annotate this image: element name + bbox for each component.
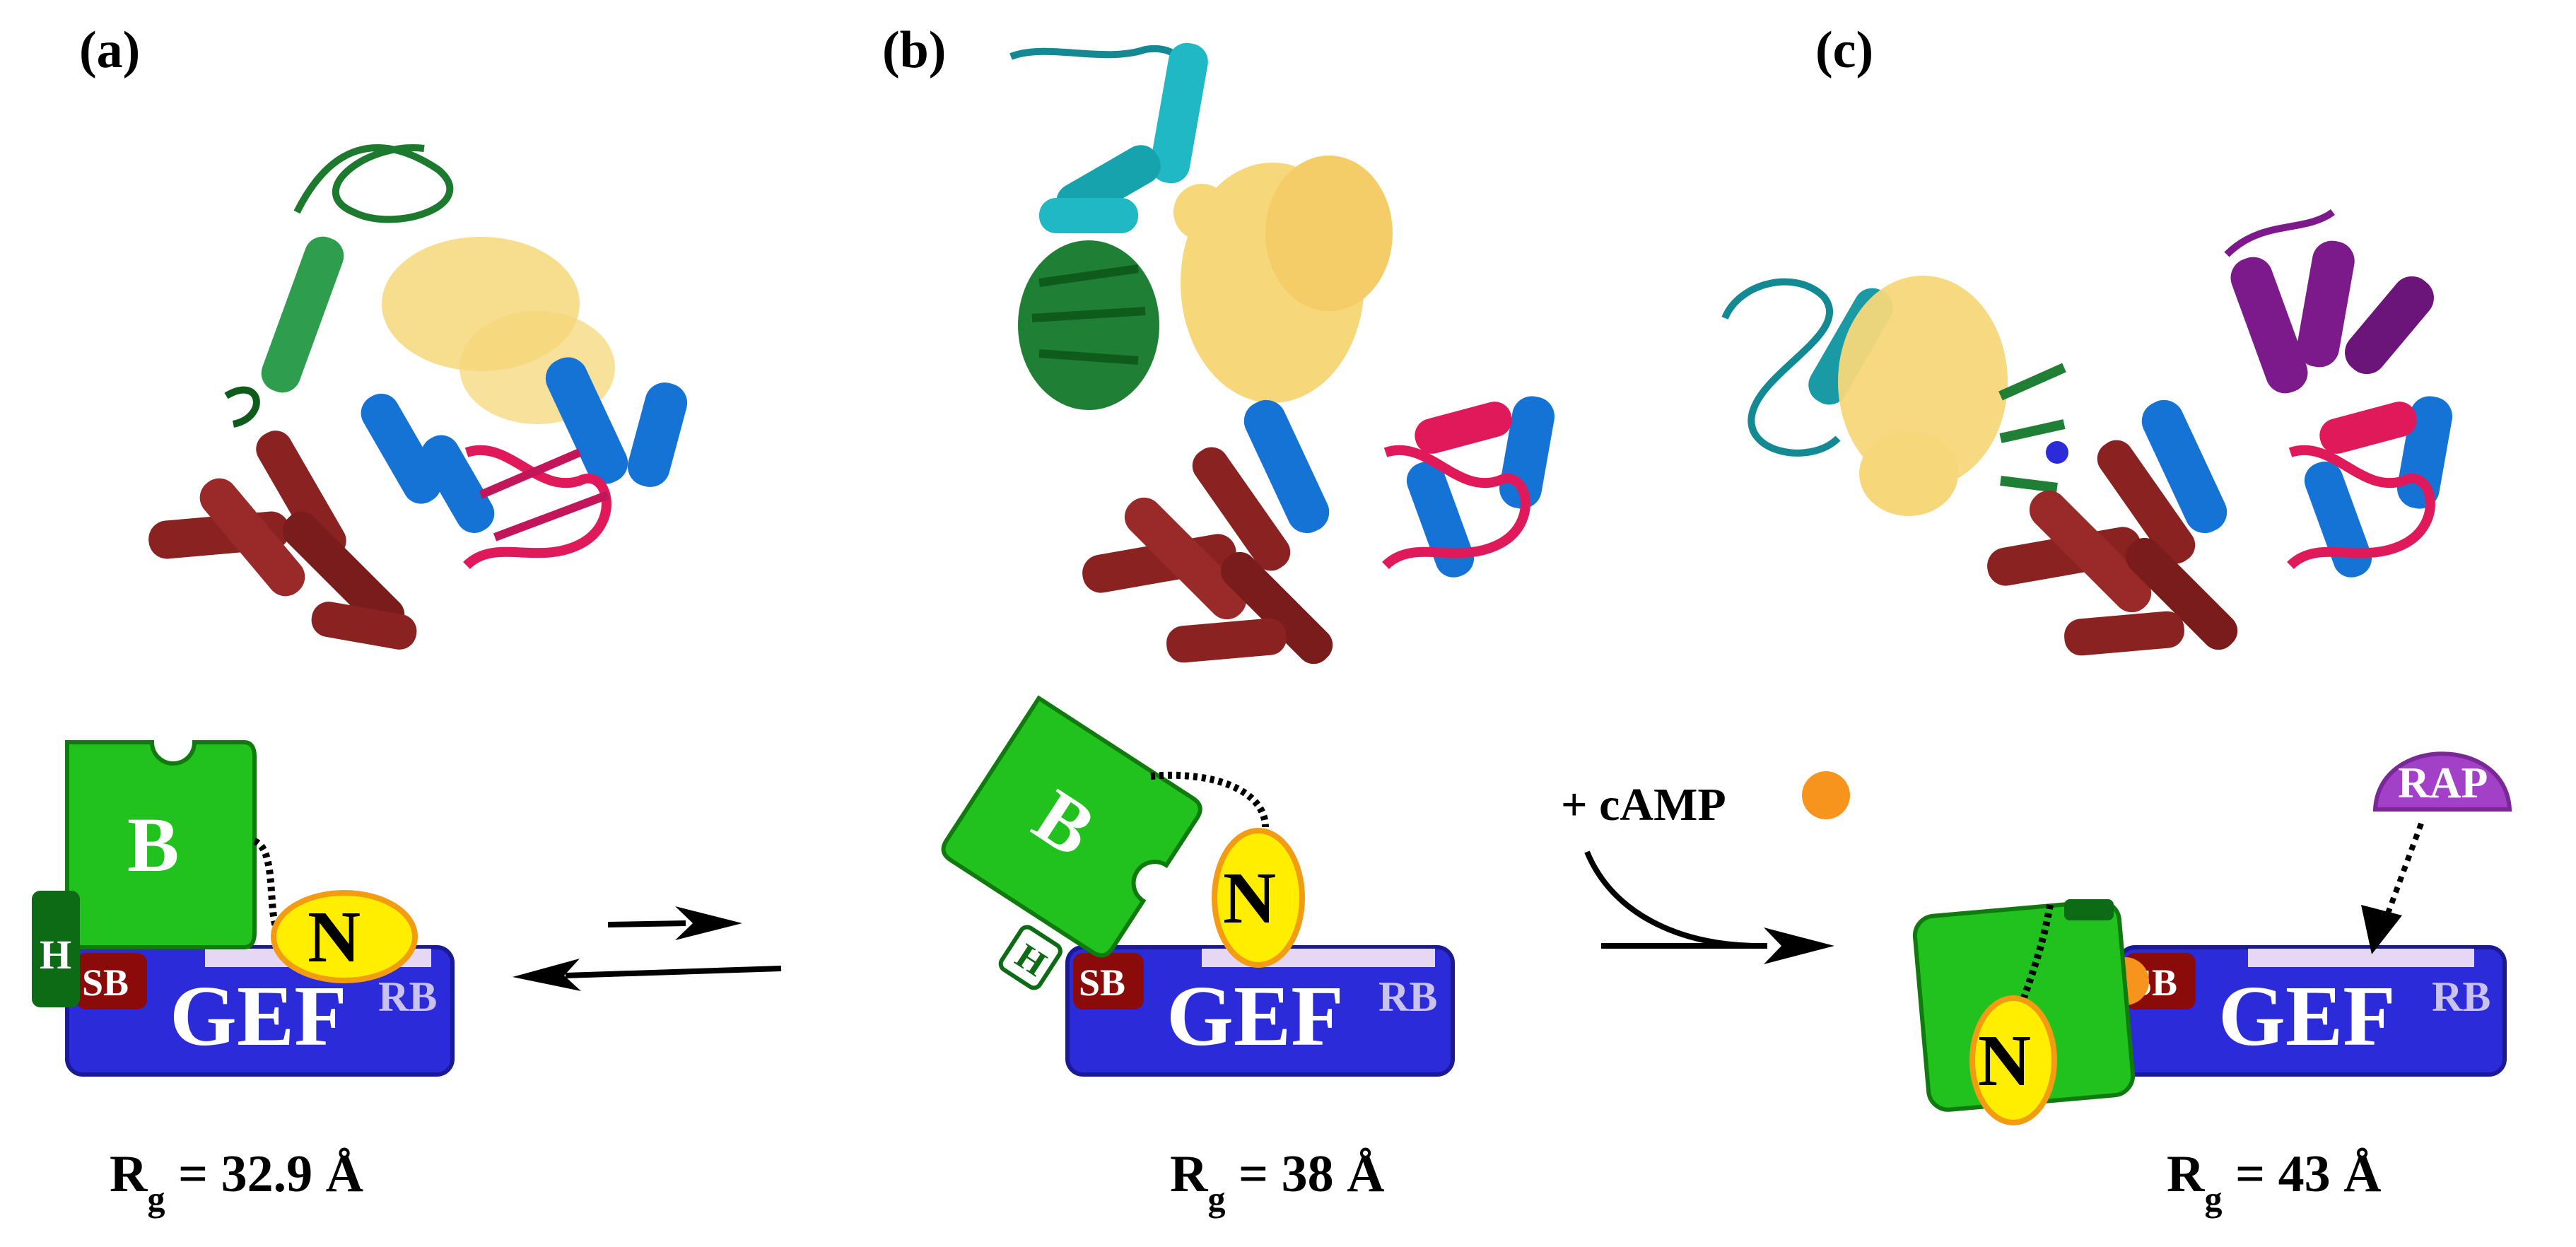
rb-label-b: RB — [1378, 973, 1437, 1020]
cartoon-c: GEF RB SB N RAP — [1912, 751, 2512, 1125]
protein-structure-c — [1721, 209, 2452, 656]
sb-box-b — [1073, 953, 1144, 1009]
rap-domain — [2372, 751, 2512, 812]
panel-label-b: (b) — [882, 21, 946, 79]
n-label-b: N — [1223, 857, 1276, 939]
n-label-c: N — [1978, 1020, 2031, 1101]
camp-label: + cAMP — [1561, 779, 1726, 831]
b-domain-a — [65, 740, 257, 949]
n-domain-b — [1212, 828, 1305, 968]
panel-label-c: (c) — [1815, 21, 1873, 79]
b-label-a: B — [127, 802, 179, 888]
h-domain-b — [998, 925, 1062, 990]
h-label-a: H — [40, 932, 71, 978]
b-domain-b — [941, 695, 1202, 958]
cartoon-b: GEF RB SB B H N — [941, 695, 1455, 1077]
protein-structure-a — [148, 144, 688, 650]
camp-arrow: + cAMP — [1561, 771, 1850, 964]
sb-label-b: SB — [1079, 961, 1125, 1004]
h-domain-c — [2064, 899, 2114, 920]
rg-label-b: Rg = 38 Å — [1170, 1145, 1385, 1219]
panel-label-a: (a) — [79, 21, 140, 79]
n-label-a: N — [308, 896, 361, 978]
gef-label-c: GEF — [2218, 968, 2396, 1064]
rb-bar-c — [2248, 949, 2474, 967]
sb-label-a: SB — [82, 961, 129, 1004]
rb-label-c: RB — [2432, 973, 2490, 1020]
h-domain-a — [32, 891, 80, 1007]
rg-label-a: Rg = 32.9 Å — [110, 1145, 363, 1219]
cartoon-a: GEF RB SB B H N — [32, 740, 455, 1077]
gef-label-b: GEF — [1166, 968, 1344, 1064]
rb-label-a: RB — [378, 973, 437, 1020]
rap-label: RAP — [2398, 759, 2488, 807]
gef-label-a: GEF — [170, 968, 347, 1064]
n-domain-c — [1969, 995, 2057, 1125]
camp-ligand-icon — [1802, 771, 1850, 819]
n-domain-a — [271, 890, 418, 983]
rg-label-c: Rg = 43 Å — [2167, 1145, 2382, 1219]
sb-box-a — [76, 953, 147, 1009]
equilibrium-arrows — [513, 906, 782, 991]
protein-structure-b — [1009, 42, 1555, 665]
